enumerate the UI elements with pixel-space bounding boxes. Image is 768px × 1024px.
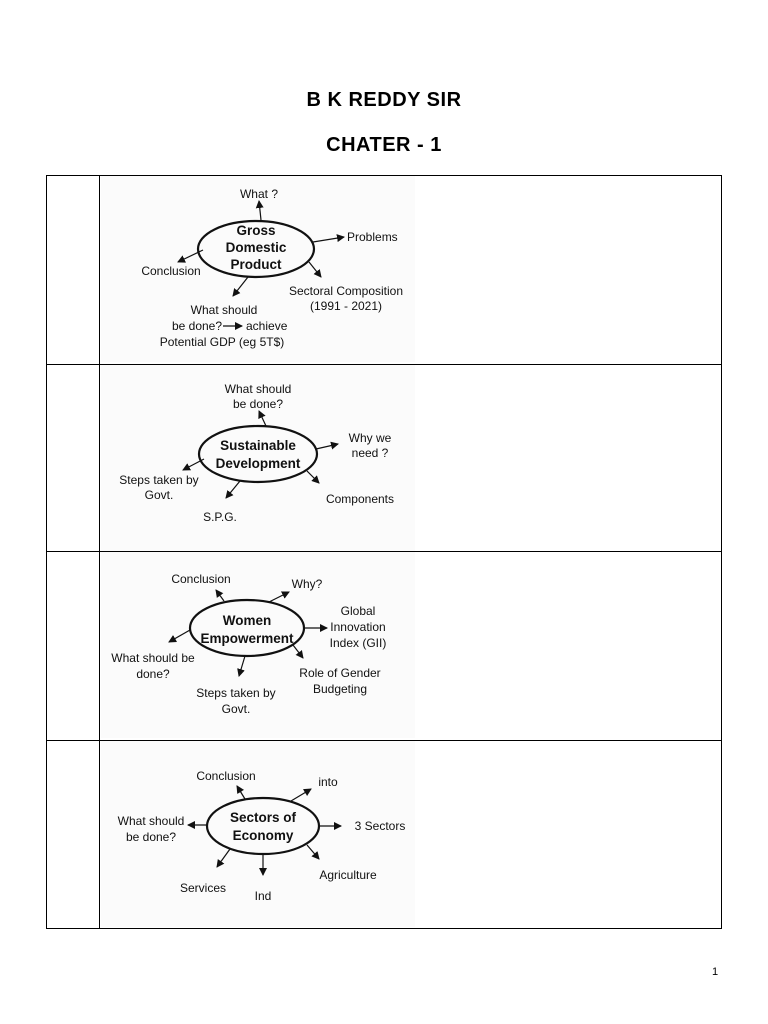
node-label: Steps taken by — [196, 686, 275, 700]
node-label: done? — [136, 667, 170, 681]
node-label: Global — [341, 604, 376, 618]
node-label: Role of Gender — [299, 666, 380, 680]
row-divider — [47, 551, 721, 552]
connector-arrow — [225, 480, 241, 499]
node-label: 3 Sectors — [355, 819, 406, 833]
mind-map-sectors-of-economy: Sectors of Economy Conclusion into What … — [101, 741, 415, 927]
mind-map-gdp-svg: Gross Domestic Product What ? Problems C… — [141, 187, 403, 349]
center-label: Development — [216, 456, 301, 471]
connector-arrow — [236, 785, 246, 800]
node-label: Why? — [292, 577, 323, 591]
center-ellipse — [188, 598, 306, 658]
node-label: Sectoral Composition — [289, 284, 403, 298]
node-label: S.P.G. — [203, 510, 237, 524]
connector-arrow — [216, 848, 231, 868]
node-label: What should — [191, 303, 258, 317]
node-label: Steps taken by — [119, 473, 198, 487]
connector-arrow — [306, 844, 320, 860]
node-label: Services — [180, 881, 226, 895]
mind-map-se-svg: Sectors of Economy Conclusion into What … — [118, 769, 406, 903]
node-label: Budgeting — [313, 682, 367, 696]
node-label: Problems — [347, 230, 398, 244]
connector-arrow — [182, 458, 205, 471]
connector-arrow — [255, 200, 264, 221]
node-label: Why we — [349, 431, 392, 445]
node-label: Conclusion — [141, 264, 200, 278]
node-label: What should — [225, 382, 292, 396]
connector-arrow — [306, 470, 320, 484]
connector-arrow — [215, 589, 225, 602]
connector-arrow — [268, 591, 290, 603]
notes-table: Gross Domestic Product What ? Problems C… — [46, 175, 722, 929]
connector-arrow — [290, 788, 312, 802]
node-label: Potential GDP (eg 5T$) — [160, 335, 285, 349]
mind-map-gdp: Gross Domestic Product What ? Problems C… — [101, 176, 415, 362]
node-label: Components — [326, 492, 394, 506]
mind-map-sustainable-development: Sustainable Development What should be d… — [101, 365, 415, 551]
center-label: Women — [223, 613, 272, 628]
node-label: be done? — [172, 319, 222, 333]
node-label: Govt. — [222, 702, 251, 716]
center-label: Domestic — [226, 240, 287, 255]
node-label: need ? — [352, 446, 389, 460]
node-label: achieve — [246, 319, 288, 333]
page-title: B K REDDY SIR — [306, 89, 462, 111]
node-label: Index (GII) — [330, 636, 387, 650]
connector-arrow — [258, 410, 267, 427]
node-label: be done? — [126, 830, 176, 844]
node-label: Innovation — [330, 620, 385, 634]
node-label: What should be — [111, 651, 195, 665]
center-label: Sustainable — [220, 438, 296, 453]
node-label: Ind — [255, 889, 272, 903]
center-label: Product — [230, 257, 282, 272]
connector-arrow — [177, 249, 204, 263]
center-ellipse — [196, 219, 316, 279]
connector-arrow — [308, 261, 322, 278]
connector-arrow — [237, 655, 246, 677]
row-divider — [47, 740, 721, 741]
page-number: 1 — [712, 966, 719, 978]
center-ellipse — [197, 424, 319, 484]
node-label: into — [318, 775, 338, 789]
mind-map-sd-svg: Sustainable Development What should be d… — [119, 382, 394, 524]
mind-map-we-svg: Women Empowerment Conclusion Why? Global… — [111, 572, 387, 716]
center-label: Empowerment — [200, 631, 294, 646]
connector-arrow — [168, 629, 191, 643]
node-label: Conclusion — [196, 769, 255, 783]
node-label: Agriculture — [319, 868, 377, 882]
connector-arrow — [312, 234, 345, 243]
node-label: What should — [118, 814, 185, 828]
node-label: (1991 - 2021) — [310, 299, 382, 313]
node-label: Conclusion — [171, 572, 230, 586]
center-ellipse — [205, 796, 321, 856]
center-label: Sectors of — [230, 810, 297, 825]
center-label: Economy — [233, 828, 294, 843]
connector-arrow — [315, 441, 339, 450]
connector-arrow — [292, 644, 304, 659]
chapter-heading: CHATER - 1 — [326, 134, 442, 156]
connector-arrow — [232, 276, 249, 297]
node-label: Govt. — [145, 488, 174, 502]
column-divider — [99, 176, 100, 928]
center-label: Gross — [236, 223, 275, 238]
mind-map-women-empowerment: Women Empowerment Conclusion Why? Global… — [101, 552, 415, 738]
node-label: What ? — [240, 187, 278, 201]
node-label: be done? — [233, 397, 283, 411]
row-divider — [47, 364, 721, 365]
